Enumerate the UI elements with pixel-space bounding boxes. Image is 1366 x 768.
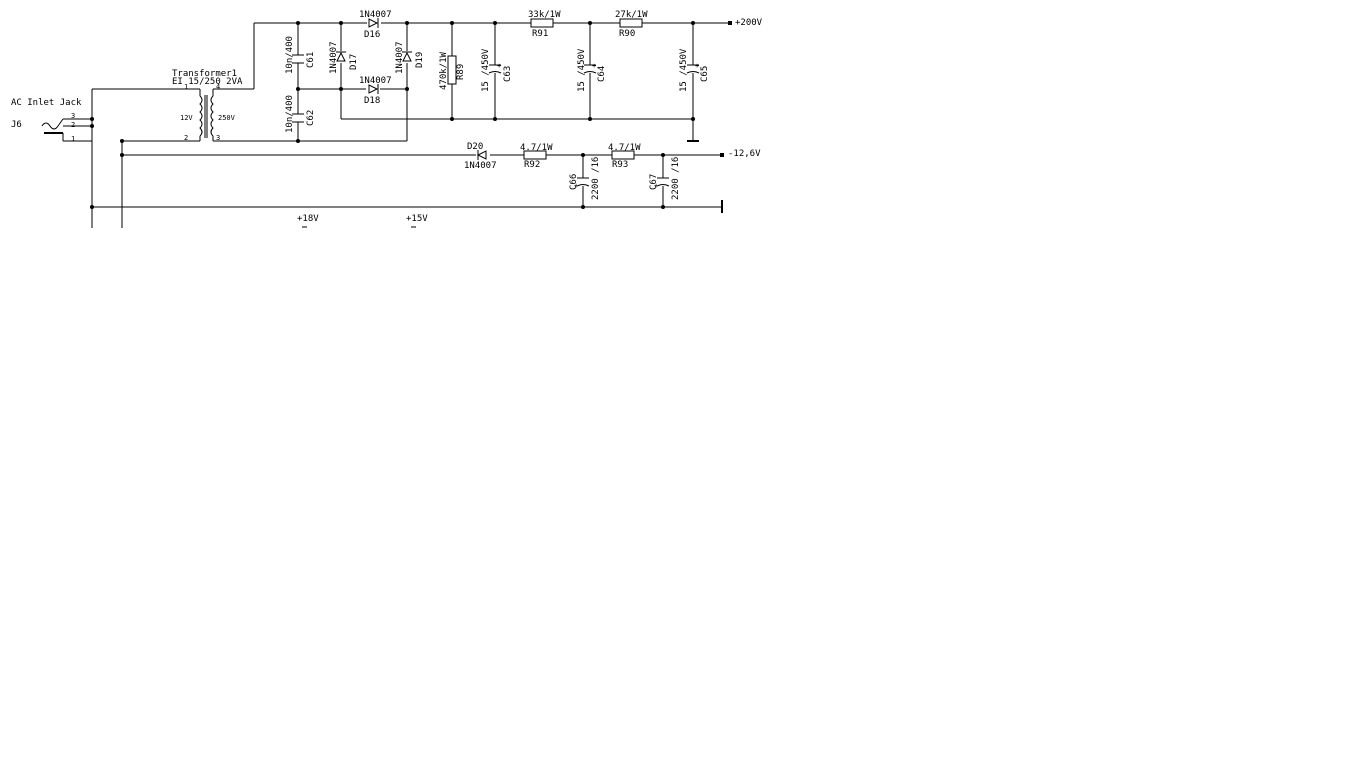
c63-ref: C63	[503, 66, 513, 82]
d20-ref: D20	[467, 142, 483, 152]
capacitor-c64: + 15 /450V C64	[577, 48, 607, 92]
c67-value: 2200 /16	[671, 157, 681, 200]
transformer-pin-4: 4	[216, 83, 220, 91]
r91-ref: R91	[532, 29, 548, 39]
r89-value: 470k/1W	[439, 51, 449, 90]
transformer-type: EI 15/250 2VA	[172, 77, 243, 87]
rail-label-15v: +15V	[406, 214, 428, 228]
transformer-secondary: 250V	[218, 114, 236, 122]
rail-18v-label: +18V	[297, 214, 319, 224]
capacitor-c66: + C66 2200 /16	[569, 157, 601, 200]
c65-ref: C65	[700, 66, 710, 82]
c64-value: 15 /450V	[577, 48, 587, 92]
diode-d16: 1N4007 D16	[359, 10, 392, 40]
jack-pin-2: 2	[71, 121, 75, 129]
svg-text:+: +	[654, 182, 658, 190]
transformer-pin-2: 2	[184, 134, 188, 142]
svg-text:+: +	[695, 62, 699, 70]
r91-value: 33k/1W	[528, 10, 561, 20]
junction-dots	[90, 21, 695, 209]
d16-ref: D16	[364, 30, 380, 40]
ground-symbols	[687, 140, 723, 213]
jack-pin-1: 1	[71, 135, 75, 143]
resistor-r89: 470k/1W R89	[439, 51, 466, 90]
c66-ref: C66	[569, 174, 579, 190]
svg-text:+: +	[592, 62, 596, 70]
c66-value: 2200 /16	[591, 157, 601, 200]
c61-value: 10n/400	[285, 36, 295, 74]
r92-value: 4.7/1W	[520, 143, 553, 153]
d17-value: 1N4007	[329, 41, 339, 74]
jack-pin-3: 3	[71, 112, 75, 120]
ac-inlet-jack: AC Inlet Jack J6 3 2 1	[11, 98, 82, 143]
diode-d17: 1N4007 D17	[329, 41, 359, 74]
capacitor-c61: 10n/400 C61	[285, 36, 316, 74]
transformer-name: Transformer1	[172, 69, 237, 79]
transformer-pin-3: 3	[216, 134, 220, 142]
svg-text:+: +	[574, 182, 578, 190]
transformer: Transformer1 EI 15/250 2VA 1 4 2 3 12V 2…	[172, 69, 243, 142]
c63-value: 15 /450V	[481, 48, 491, 92]
c65-value: 15 /450V	[679, 48, 689, 92]
r90-value: 27k/1W	[615, 10, 648, 20]
c62-value: 10n/400	[285, 95, 295, 133]
transformer-primary: 12V	[180, 114, 193, 122]
c67-ref: C67	[649, 174, 659, 190]
rail-label-18v: +18V	[297, 214, 319, 228]
d20-value: 1N4007	[464, 161, 497, 171]
rail-terminal-neg: -12,6V	[720, 149, 761, 159]
rail-neg-label: -12,6V	[728, 149, 761, 159]
diode-d19: 1N4007 D19	[395, 41, 425, 74]
diode-d20: D20 1N4007	[464, 142, 497, 171]
d18-ref: D18	[364, 96, 380, 106]
diode-d18: 1N4007 D18	[359, 76, 392, 106]
d19-ref: D19	[415, 52, 425, 68]
jack-label: AC Inlet Jack	[11, 98, 82, 108]
rail-15v-label: +15V	[406, 214, 428, 224]
capacitor-c65: + 15 /450V C65	[679, 48, 710, 92]
capacitor-c63: + 15 /450V C63	[481, 48, 513, 92]
transformer-pin-1: 1	[184, 83, 188, 91]
jack-ref: J6	[11, 120, 22, 130]
c62-ref: C62	[306, 110, 316, 126]
d18-value: 1N4007	[359, 76, 392, 86]
svg-text:+: +	[497, 62, 501, 70]
capacitor-c62: 10n/400 C62	[285, 95, 316, 133]
resistor-r92: 4.7/1W R92	[520, 143, 553, 170]
resistor-r91: 33k/1W R91	[528, 10, 561, 39]
resistor-r93: 4.7/1W R93	[608, 143, 641, 170]
r92-ref: R92	[524, 160, 540, 170]
rail-hv-label: +200V	[735, 18, 763, 28]
c64-ref: C64	[597, 66, 607, 82]
r89-ref: R89	[456, 64, 466, 80]
d19-value: 1N4007	[395, 41, 405, 74]
d17-ref: D17	[349, 54, 359, 70]
d16-value: 1N4007	[359, 10, 392, 20]
resistor-r90: 27k/1W R90	[615, 10, 648, 39]
rail-terminal-hv: +200V	[728, 18, 763, 28]
r90-ref: R90	[619, 29, 635, 39]
r93-value: 4.7/1W	[608, 143, 641, 153]
c61-ref: C61	[306, 52, 316, 68]
r93-ref: R93	[612, 160, 628, 170]
capacitor-c67: + C67 2200 /16	[649, 157, 681, 200]
